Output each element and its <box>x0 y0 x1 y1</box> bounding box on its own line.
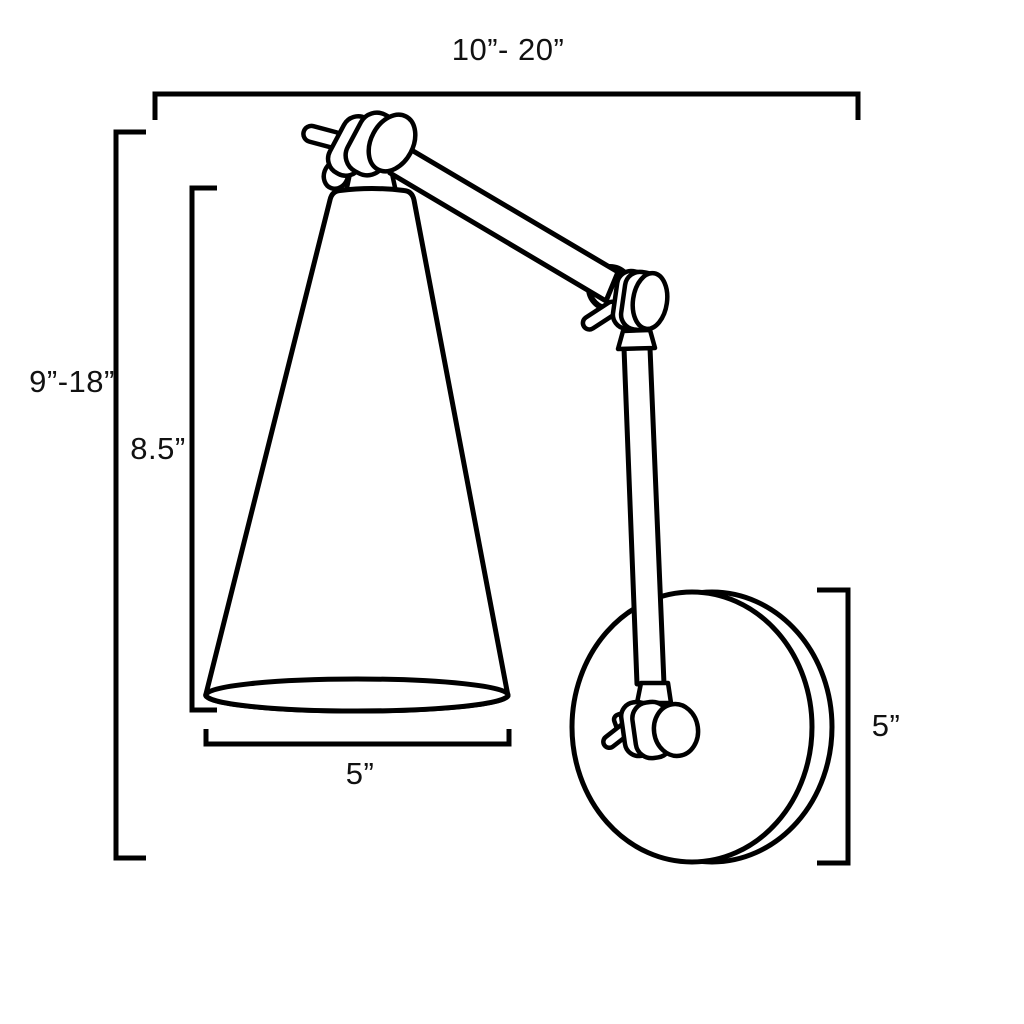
shade-height-bracket <box>189 185 217 713</box>
shade-width-label: 5” <box>346 756 375 791</box>
shade-height-label: 8.5” <box>130 431 185 466</box>
top-knob-face <box>366 112 418 174</box>
shade-width-bracket <box>203 729 512 747</box>
overall-height-label: 9”-18” <box>29 364 115 399</box>
wall-knob-face <box>651 701 701 759</box>
backplate-height-label: 5” <box>872 708 901 743</box>
backplate-height-bracket <box>817 587 851 866</box>
overall-width-bracket <box>152 91 861 120</box>
overall-width-label: 10”- 20” <box>452 32 565 67</box>
elbow-collar <box>615 327 658 352</box>
elbow-knob-face <box>630 270 670 332</box>
lamp-shade <box>203 186 511 714</box>
overall-height-bracket <box>113 129 146 861</box>
shade-bottom-rim <box>203 676 511 714</box>
